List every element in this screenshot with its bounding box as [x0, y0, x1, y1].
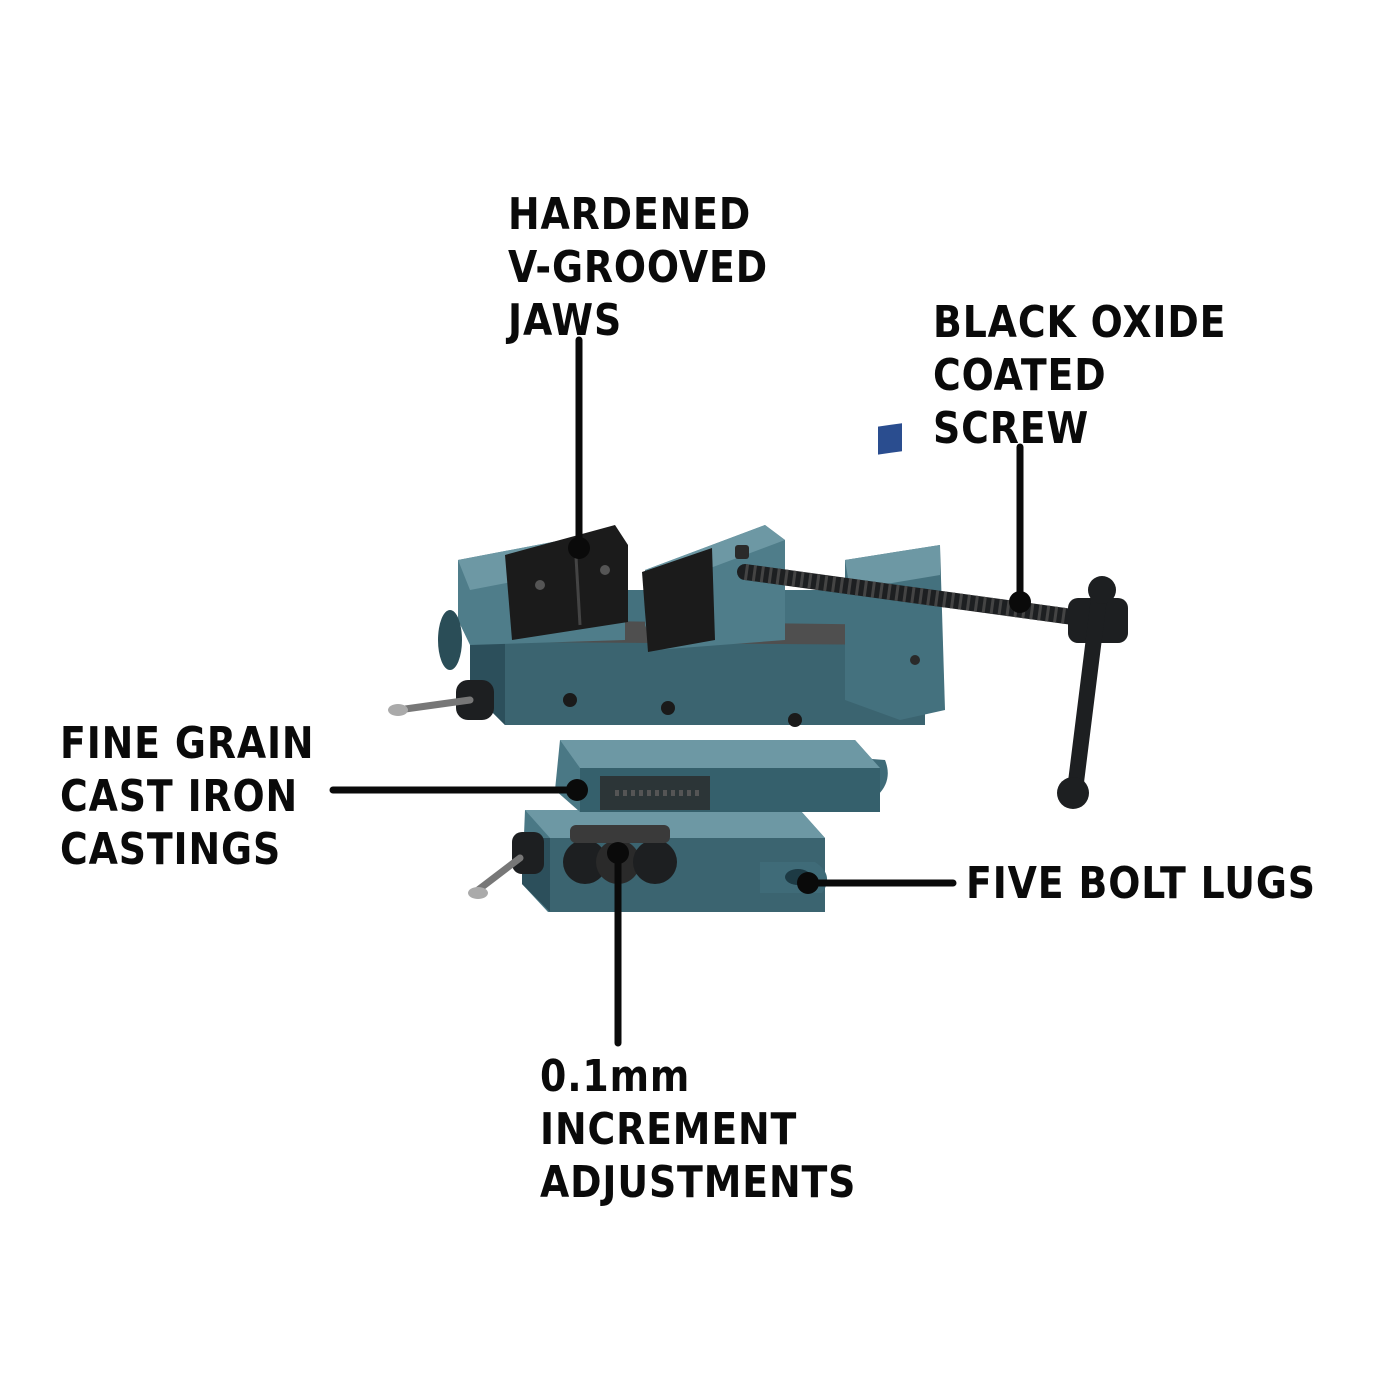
- front-adjustment-knobs: [468, 825, 677, 899]
- callout-label-castings: FINE GRAIN CAST IRON CASTINGS: [60, 717, 314, 876]
- screw-block: [845, 423, 945, 720]
- callout-line: FINE GRAIN: [60, 718, 315, 769]
- vise-illustration: [388, 423, 1128, 912]
- callout-label-screw: BLACK OXIDE COATED SCREW: [933, 296, 1226, 455]
- callout-line: ADJUSTMENTS: [540, 1157, 857, 1208]
- callout-line: INCREMENT: [540, 1104, 798, 1155]
- callout-line: HARDENED: [508, 189, 752, 240]
- callout-leader-screw: [1009, 443, 1031, 613]
- callout-leader-lugs: [797, 872, 957, 894]
- callout-line: JAWS: [508, 295, 623, 346]
- callout-line: 0.1mm: [540, 1051, 691, 1102]
- callout-line: CASTINGS: [60, 824, 282, 875]
- cross-slide-middle: [555, 740, 880, 812]
- callout-line: SCREW: [933, 403, 1090, 454]
- callout-line: V-GROOVED: [508, 242, 769, 293]
- callout-leader-increment: [607, 842, 629, 1047]
- callout-line: CAST IRON: [60, 771, 299, 822]
- callout-label-lugs: FIVE BOLT LUGS: [966, 857, 1316, 910]
- callout-line: FIVE BOLT LUGS: [966, 858, 1316, 909]
- screw-handle: [1057, 576, 1128, 809]
- fixed-jaw: [458, 525, 628, 645]
- upper-adjustment-handle: [388, 610, 494, 720]
- callout-line: BLACK OXIDE: [933, 297, 1227, 348]
- callout-leader-jaws: [568, 336, 590, 559]
- callout-label-jaws: HARDENED V-GROOVED JAWS: [508, 188, 768, 347]
- callout-leader-castings: [329, 779, 588, 801]
- movable-jaw: [642, 525, 785, 652]
- callout-label-increment: 0.1mm INCREMENT ADJUSTMENTS: [540, 1050, 856, 1209]
- callout-line: COATED: [933, 350, 1107, 401]
